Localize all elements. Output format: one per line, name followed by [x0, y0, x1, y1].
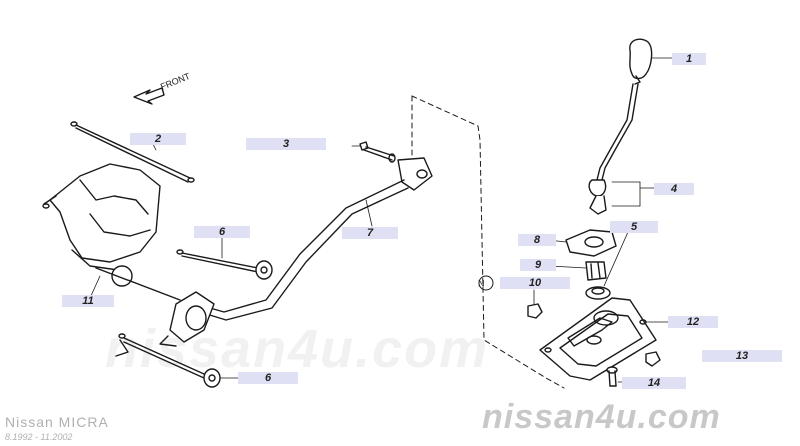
bushing-plate-part	[547, 229, 617, 257]
rod-clevis-part	[159, 291, 215, 347]
callout-13[interactable]: 13	[702, 350, 782, 362]
callout-2[interactable]: 2	[130, 133, 186, 145]
callout-10[interactable]: 10	[500, 277, 570, 289]
callout-4[interactable]: 4	[654, 183, 694, 195]
watermark-bottom: nissan4u.com	[482, 398, 721, 436]
callout-6-upper[interactable]: 6	[194, 226, 250, 238]
nut-part-10	[527, 289, 543, 319]
nut-part-13	[645, 351, 661, 367]
bush-part	[549, 261, 607, 281]
callout-1[interactable]: 1	[672, 53, 706, 65]
callout-7[interactable]: 7	[342, 227, 398, 239]
watermark-center: nissan4u.com	[105, 319, 490, 379]
shift-knob-part	[629, 38, 673, 85]
support-bracket-part	[42, 163, 181, 301]
callout-6-lower[interactable]: 6	[238, 372, 298, 384]
n-marker-icon	[478, 275, 494, 291]
link-rod-part-6-lower	[115, 333, 239, 388]
bolt-part-3	[351, 141, 396, 163]
link-rod-part-6-upper	[176, 237, 273, 280]
boot-seat-part	[585, 231, 629, 300]
alignment-dashes	[411, 95, 565, 389]
callout-3[interactable]: 3	[246, 138, 326, 150]
shift-lever-part	[588, 83, 655, 215]
callout-11[interactable]: 11	[62, 295, 114, 307]
n-marker-letter: N	[478, 278, 485, 288]
control-rod-part	[195, 157, 433, 321]
callout-8[interactable]: 8	[518, 234, 556, 246]
model-caption: Nissan MICRA	[5, 414, 109, 430]
years-caption: 8.1992 - 11.2002	[5, 432, 73, 442]
callout-5[interactable]: 5	[610, 221, 658, 233]
callout-9[interactable]: 9	[520, 259, 556, 271]
callout-14[interactable]: 14	[622, 377, 686, 389]
callout-12[interactable]: 12	[668, 316, 718, 328]
bolt-part-14	[606, 366, 623, 387]
housing-base-part	[539, 297, 669, 381]
front-label: FRONT	[159, 71, 192, 92]
front-arrow-icon	[133, 87, 165, 105]
